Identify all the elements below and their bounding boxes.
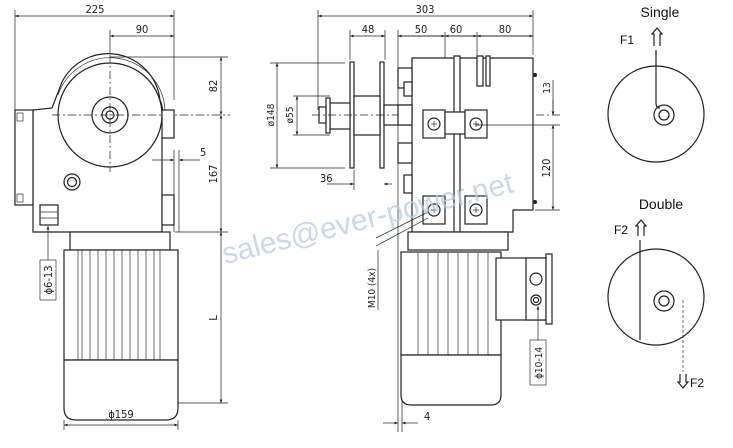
fan-cover xyxy=(63,359,179,421)
mount-clamps xyxy=(422,109,488,225)
gland-label-left: ϕ6-13 xyxy=(42,266,55,295)
double-diagram: Double F2 F2 xyxy=(607,196,705,390)
gland-label-side: ϕ10-14 xyxy=(534,347,545,379)
force-arrow-up-icon xyxy=(634,219,648,236)
side-view: 303 48 50 60 80 ø148 ø55 36 xyxy=(266,3,560,432)
force-arrow-down-icon xyxy=(676,374,690,389)
dim-80: 80 xyxy=(499,23,512,36)
side-plate xyxy=(14,109,34,206)
dim-82: 82 xyxy=(207,80,220,93)
dim-60: 60 xyxy=(450,23,463,36)
force-f2-down: F2 xyxy=(690,376,704,390)
motor-flange-side xyxy=(407,231,509,251)
dim-303: 303 xyxy=(416,3,435,16)
bolt-label: M10 (4x) xyxy=(367,268,378,308)
dim-55: ø55 xyxy=(285,107,296,124)
dim-50: 50 xyxy=(415,23,428,36)
front-view: 225 90 5 ϕ6-13 xyxy=(14,3,230,430)
motor-body xyxy=(63,249,179,361)
force-f1: F1 xyxy=(620,33,634,47)
dim-167: 167 xyxy=(207,165,220,184)
motor-flange xyxy=(69,231,171,251)
dim-90: 90 xyxy=(136,23,149,36)
dim-148: ø148 xyxy=(266,103,277,126)
single-diagram: Single F1 xyxy=(607,4,705,163)
dim-13: 13 xyxy=(542,82,553,93)
motor-body-side xyxy=(400,251,502,356)
dim-120: 120 xyxy=(540,159,553,178)
dim-225: 225 xyxy=(86,3,105,16)
plug-icon xyxy=(63,173,81,191)
dim-48: 48 xyxy=(362,23,375,36)
dim-L: L xyxy=(207,315,220,321)
force-f2-up: F2 xyxy=(614,223,628,237)
fan-cover-side xyxy=(400,354,502,406)
dim-5: 5 xyxy=(200,146,206,159)
dim-36: 36 xyxy=(320,172,333,185)
dim-159: ϕ159 xyxy=(108,408,133,421)
gland-top-icon xyxy=(529,272,543,286)
hub xyxy=(353,95,381,136)
double-title: Double xyxy=(639,196,684,212)
cable-gland xyxy=(39,204,59,226)
single-title: Single xyxy=(641,4,680,20)
force-arrow-up-icon xyxy=(650,27,664,46)
dim-4: 4 xyxy=(424,410,430,423)
